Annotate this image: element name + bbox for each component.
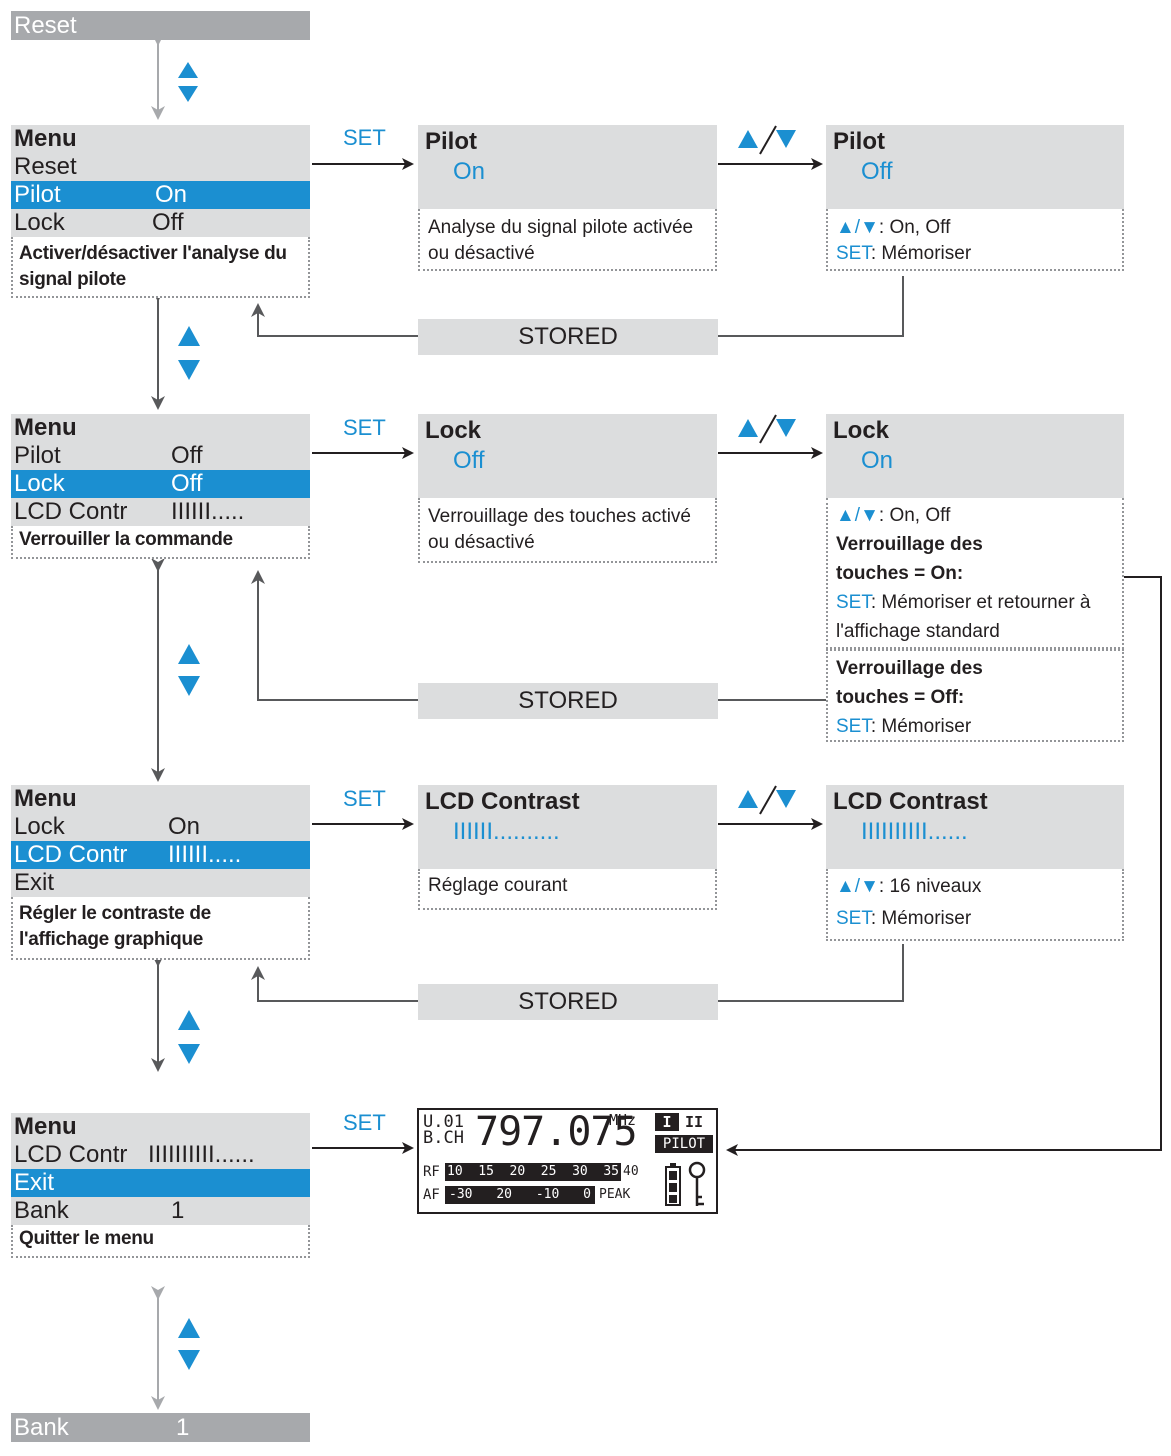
box-description: ▲/▼: 16 niveaux SET: Mémoriser	[826, 869, 1124, 941]
battery-icon	[665, 1163, 681, 1206]
box-description: Analyse du signal pilote activée ou désa…	[418, 209, 717, 271]
pilot-edit-box: Pilot On Analyse du signal pilote activé…	[418, 125, 717, 271]
stored-return-pilot-left	[251, 303, 418, 337]
bottom-menu-item: Bank 1	[11, 1413, 310, 1442]
box-value: Off	[861, 158, 893, 185]
bottom-item-label: Bank	[14, 1414, 69, 1441]
top-item-label: Reset	[14, 12, 77, 39]
stored-label: STORED	[418, 683, 718, 719]
box-value: On	[453, 158, 486, 185]
lock-to-display	[726, 576, 1162, 1156]
set-label: SET	[343, 415, 386, 440]
menu-title: Menu	[11, 125, 310, 153]
lcd-result-box: LCD Contrast IIIIIIIIII...... ▲/▼: 16 ni…	[826, 785, 1124, 941]
box-description: ▲/▼: On, Off SET: Mémoriser	[826, 209, 1124, 271]
stored-return-lcd	[718, 944, 904, 1002]
box-title: Lock	[833, 417, 890, 444]
updown-icon: ▲/▼	[836, 217, 879, 238]
set-label: SET	[343, 125, 386, 150]
box-title: Pilot	[833, 128, 885, 155]
menu-title: Menu	[11, 785, 310, 813]
updown-keys-icon	[178, 62, 200, 1370]
stored-return-lock-left	[251, 570, 418, 701]
frequency-readout: 797.075	[475, 1109, 638, 1155]
menu-item-exit[interactable]: Exit	[11, 869, 310, 897]
updown-icon: ▲/▼	[836, 876, 879, 897]
box-value: IIIIIIIIII......	[861, 818, 968, 845]
menu-description: Activer/désactiver l'analyse du signal p…	[11, 237, 310, 298]
frequency-unit: MHz	[609, 1111, 637, 1129]
stored-label: STORED	[418, 319, 718, 355]
box-description: Verrouillage des touches = Off: SET: Mém…	[826, 649, 1124, 742]
stored-return-lcd-left	[251, 966, 418, 1002]
bottom-item-value: 1	[176, 1414, 190, 1441]
set-label: SET	[343, 1110, 386, 1135]
key-lock-icon	[688, 1161, 706, 1206]
box-description: ▲/▼: On, Off Verrouillage des touches = …	[826, 498, 1124, 649]
box-title: LCD Contrast	[425, 788, 580, 815]
box-title: LCD Contrast	[833, 788, 988, 815]
menu-item-reset[interactable]: Reset	[11, 153, 310, 181]
pilot-indicator: PILOT	[655, 1135, 713, 1153]
rf-label: RF	[423, 1164, 440, 1180]
af-label: AF	[423, 1187, 440, 1203]
top-menu-item: Reset	[11, 11, 310, 40]
rf-scale-end: 40	[623, 1164, 639, 1179]
box-title: Lock	[425, 417, 482, 444]
menu-item-exit[interactable]: Exit	[11, 1169, 310, 1197]
box-title: Pilot	[425, 128, 477, 155]
box-value: On	[861, 447, 894, 474]
menu-description: Quitter le menu	[11, 1225, 310, 1258]
box-value: IIIIII..........	[453, 818, 560, 845]
channel-label-bottom: B.CH	[423, 1128, 464, 1148]
battery-key-icons	[665, 1161, 706, 1206]
set-label: SET	[343, 786, 386, 811]
updown-icon: ▲/▼	[836, 505, 879, 526]
up-slash-down-icon	[738, 125, 796, 815]
menu-description: Verrouiller la commande	[11, 526, 310, 559]
box-description: Verrouillage des touches activé ou désac…	[418, 498, 717, 563]
menu-title: Menu	[11, 1113, 310, 1141]
af-peak-label: PEAK	[599, 1187, 631, 1202]
lock-edit-box: Lock Off Verrouillage des touches activé…	[418, 414, 717, 563]
box-value: Off	[453, 447, 485, 474]
diversity-indicator-2: II	[685, 1113, 704, 1131]
menu-description: Régler le contraste de l'affichage graph…	[11, 897, 310, 960]
channel-label-top: U.01	[423, 1112, 464, 1132]
menu-title: Menu	[11, 414, 310, 442]
stored-return-pilot	[718, 276, 904, 337]
stored-label: STORED	[418, 984, 718, 1020]
diversity-indicator-1: I	[655, 1113, 679, 1131]
box-description: Réglage courant	[418, 869, 717, 910]
lcd-edit-box: LCD Contrast IIIIII.......... Réglage co…	[418, 785, 717, 910]
pilot-result-box: Pilot Off ▲/▼: On, Off SET: Mémoriser	[826, 125, 1124, 271]
lock-result-box: Lock On ▲/▼: On, Off Verrouillage des to…	[826, 414, 1124, 742]
